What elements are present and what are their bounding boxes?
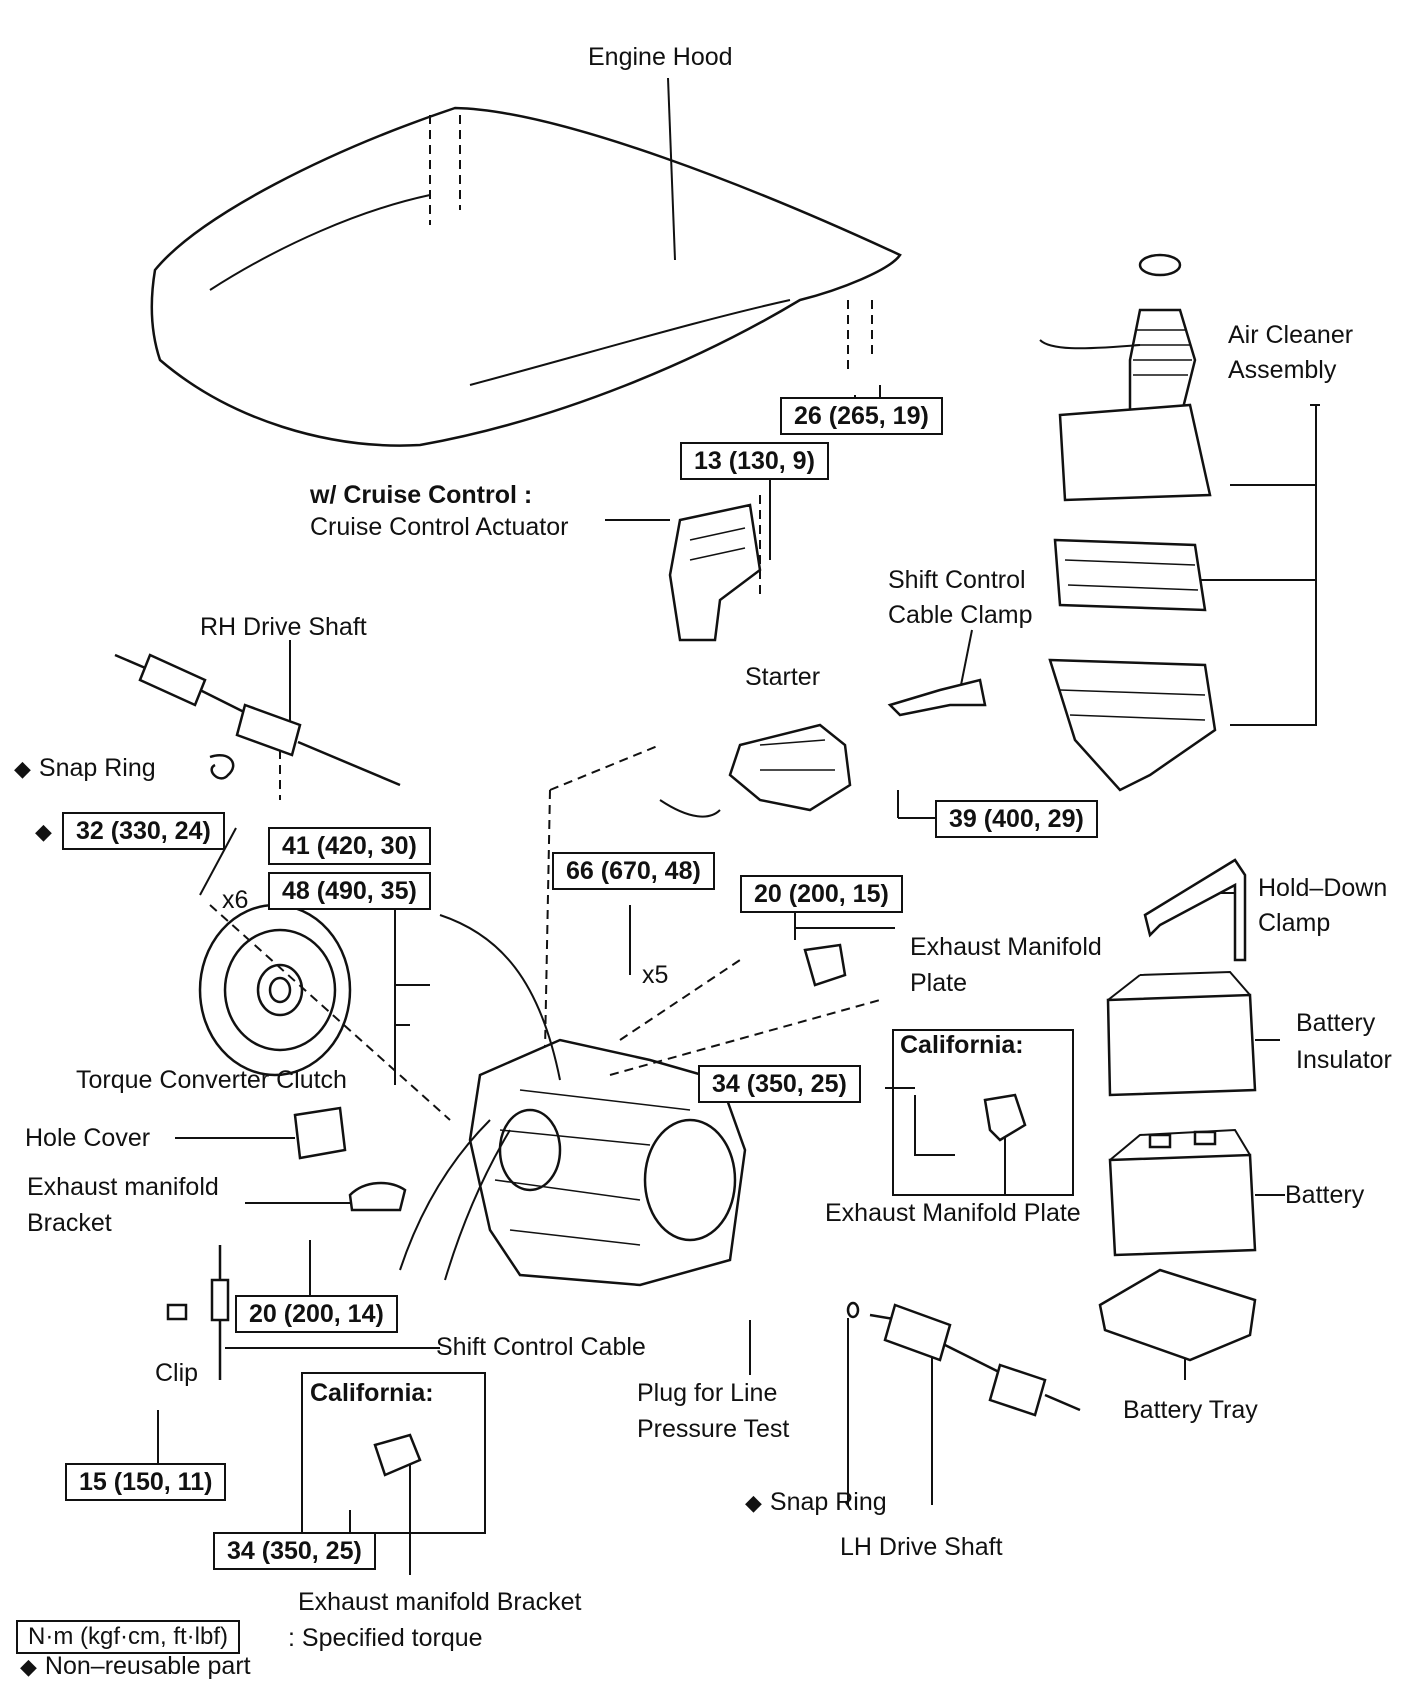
hole-cover-drawing [293, 1106, 347, 1160]
non-reusable-diamond-icon: ◆ [35, 819, 52, 844]
exhaust-plate-california-drawing [983, 1093, 1027, 1142]
x5-label: x5 [642, 961, 669, 989]
snap-ring-bottom-label: ◆Snap Ring [745, 1488, 887, 1516]
torque-box-48: 48 (490, 35) [268, 872, 431, 910]
california-label-2: California: [310, 1379, 434, 1407]
torque-box-41: 41 (420, 30) [268, 827, 431, 865]
lh-drive-shaft-drawing [846, 1301, 1081, 1417]
exhaust-bracket-label-1: Exhaust manifold [27, 1173, 219, 1201]
transaxle-drawing [399, 914, 881, 1287]
hold-down-label-1: Hold–Down [1258, 874, 1388, 902]
exhaust-plate-drawing [803, 943, 847, 987]
engine-hood-drawing [150, 106, 902, 447]
cruise-actuator-drawing [668, 495, 762, 642]
engine-hood-label: Engine Hood [588, 43, 733, 71]
starter-label: Starter [745, 663, 821, 691]
plug-label-1: Plug for Line [637, 1379, 778, 1407]
plug-label-2: Pressure Test [637, 1415, 790, 1443]
battery-insulator-label-1: Battery [1296, 1009, 1376, 1037]
torque-box-13: 13 (130, 9) [680, 442, 829, 480]
torque-units-legend: N·m (kgf·cm, ft·lbf) [16, 1620, 240, 1654]
exhaust-plate-label-1: Exhaust Manifold [910, 933, 1102, 961]
non-reusable-diamond-icon: ◆ [745, 1490, 762, 1515]
torque-box-34-a: 34 (350, 25) [698, 1065, 861, 1103]
torque-box-66: 66 (670, 48) [552, 852, 715, 890]
exhaust-bracket-bottom-label: Exhaust manifold Bracket [298, 1588, 582, 1616]
shift-cable-drawing [166, 1245, 230, 1380]
cruise-label-1: w/ Cruise Control : [310, 481, 533, 509]
exhaust-bracket-drawing [348, 1181, 407, 1212]
shift-control-cable-label: Shift Control Cable [436, 1333, 646, 1361]
exhaust-bracket-label-2: Bracket [27, 1209, 112, 1237]
exhaust-manifold-plate-label: Exhaust Manifold Plate [825, 1199, 1081, 1227]
torque-converter-label: Torque Converter Clutch [76, 1066, 347, 1094]
torque-box-20-b: 20 (200, 14) [235, 1295, 398, 1333]
rh-drive-shaft-label: RH Drive Shaft [200, 613, 367, 641]
battery-drawing [1108, 1128, 1257, 1257]
hold-down-label-2: Clamp [1258, 909, 1331, 937]
california-label-1: California: [900, 1031, 1024, 1059]
rh-drive-shaft-drawing [114, 653, 401, 800]
torque-box-26: 26 (265, 19) [780, 397, 943, 435]
starter-drawing [544, 723, 852, 1051]
non-reusable-diamond-icon: ◆ [20, 1654, 37, 1679]
exhaust-bracket-california-drawing [373, 1433, 422, 1477]
torque-box-20-a: 20 (200, 15) [740, 875, 903, 913]
lh-drive-shaft-label: LH Drive Shaft [840, 1533, 1003, 1561]
shift-cable-clamp-drawing [887, 678, 987, 717]
shift-clamp-label-2: Cable Clamp [888, 601, 1033, 629]
battery-insulator-drawing [1106, 970, 1257, 1097]
torque-box-34-b: 34 (350, 25) [213, 1532, 376, 1570]
torque-converter-drawing [198, 903, 451, 1121]
california-box-2 [301, 1372, 486, 1534]
battery-insulator-label-2: Insulator [1296, 1046, 1392, 1074]
torque-box-39: 39 (400, 29) [935, 800, 1098, 838]
torque-units-description: : Specified torque [288, 1624, 483, 1652]
air-cleaner-label-2: Assembly [1228, 356, 1337, 384]
cruise-label-2: Cruise Control Actuator [310, 513, 569, 541]
hold-down-clamp-drawing [1143, 858, 1247, 962]
shift-clamp-label-1: Shift Control [888, 566, 1026, 594]
snap-ring-top-label: ◆Snap Ring [14, 754, 156, 782]
battery-tray-label: Battery Tray [1123, 1396, 1258, 1424]
battery-label: Battery [1285, 1181, 1365, 1209]
battery-tray-drawing [1098, 1268, 1257, 1362]
torque-32-row: ◆ [35, 816, 60, 847]
x6-label: x6 [222, 886, 249, 914]
california-box-1 [892, 1029, 1074, 1196]
torque-box-15: 15 (150, 11) [65, 1463, 227, 1501]
hole-cover-label: Hole Cover [25, 1124, 151, 1152]
exhaust-plate-label-2: Plate [910, 969, 967, 997]
clip-label: Clip [155, 1359, 199, 1387]
air-cleaner-label-1: Air Cleaner [1228, 321, 1354, 349]
torque-box-32: 32 (330, 24) [62, 812, 225, 850]
air-cleaner-drawing [1039, 253, 1217, 792]
non-reusable-diamond-icon: ◆ [14, 756, 31, 781]
non-reusable-legend: ◆Non–reusable part [20, 1652, 251, 1680]
